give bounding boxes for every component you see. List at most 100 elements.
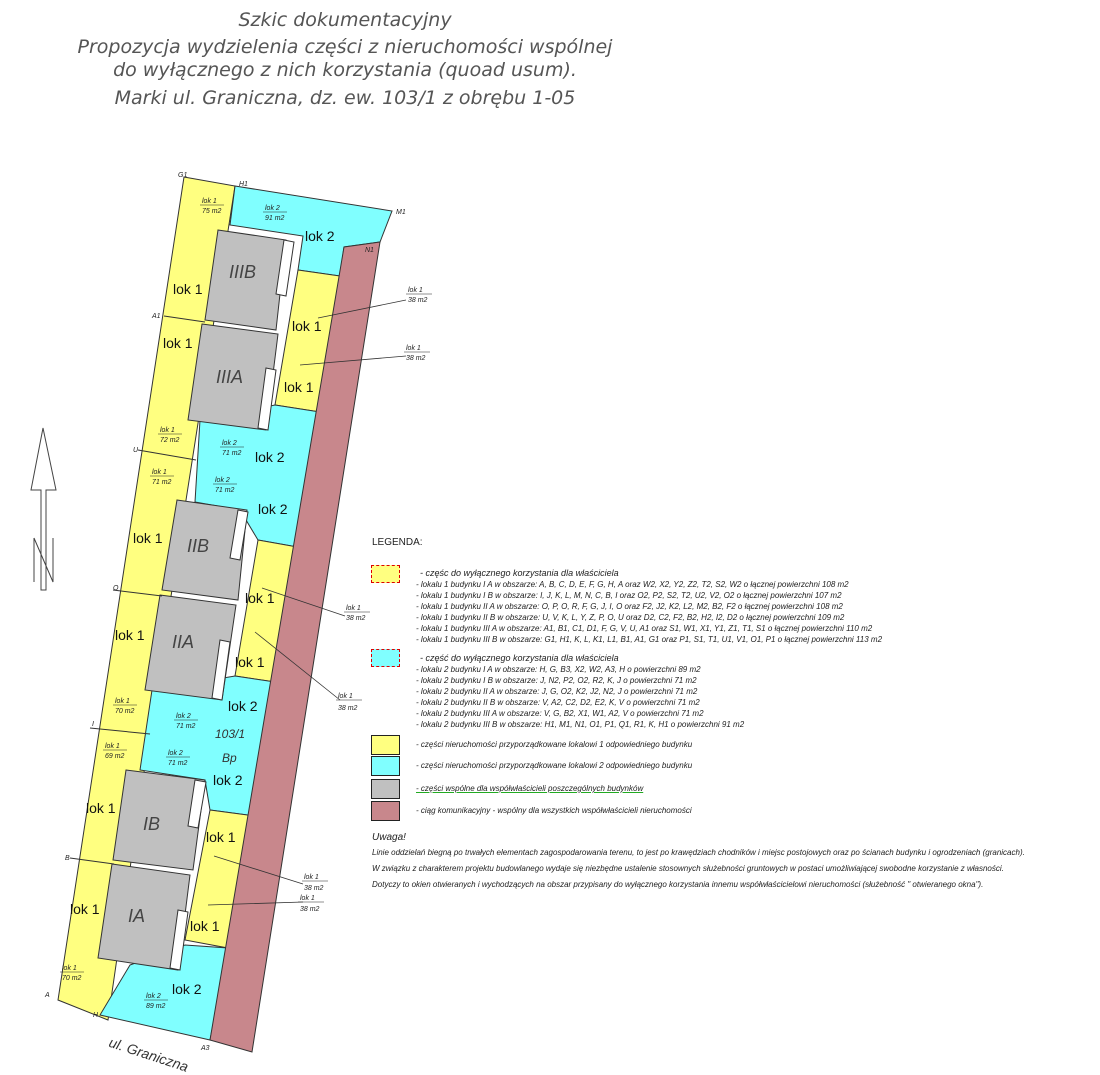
area-label: lok 1 38 m2 xyxy=(404,345,430,362)
building-iiib xyxy=(204,229,295,331)
zone-label: lok 2 xyxy=(258,501,288,517)
zone-label: lok 1 xyxy=(284,379,314,395)
legend-group1-line: - lokalu 1 budynku I B w obszarze: I, J,… xyxy=(416,591,842,600)
building-iib xyxy=(161,499,249,601)
svg-text:lok 2: lok 2 xyxy=(222,440,237,447)
area-label: lok 2 71 m2 xyxy=(213,477,237,494)
svg-text:70 m2: 70 m2 xyxy=(62,975,82,982)
svg-text:72 m2: 72 m2 xyxy=(160,437,180,444)
point-label: H1 xyxy=(239,181,248,188)
zone-label: lok 1 xyxy=(206,829,236,845)
svg-text:lok 1: lok 1 xyxy=(202,198,217,205)
svg-text:lok 1: lok 1 xyxy=(62,965,77,972)
area-label: lok 1 70 m2 xyxy=(113,698,137,715)
svg-text:38 m2: 38 m2 xyxy=(300,906,320,913)
area-label: lok 1 38 m2 xyxy=(344,605,370,622)
svg-text:38 m2: 38 m2 xyxy=(338,705,358,712)
point-label: A xyxy=(44,992,50,999)
svg-text:89 m2: 89 m2 xyxy=(146,1003,166,1010)
area-label: lok 1 38 m2 xyxy=(298,895,324,913)
legend-swatch-lok2-exclusive xyxy=(371,649,400,667)
svg-text:70 m2: 70 m2 xyxy=(115,708,135,715)
area-label: lok 2 71 m2 xyxy=(166,750,190,767)
communication-path xyxy=(209,241,381,1053)
plot-divisions xyxy=(69,315,206,865)
point-label: M1 xyxy=(396,209,406,216)
svg-text:lok 1: lok 1 xyxy=(408,287,423,294)
svg-text:71 m2: 71 m2 xyxy=(215,487,235,494)
building-label-ia: IA xyxy=(128,906,145,926)
svg-text:38 m2: 38 m2 xyxy=(406,355,426,362)
svg-text:lok 1: lok 1 xyxy=(338,693,353,700)
area-label: lok 271 m2 xyxy=(174,713,198,730)
legend-swatch-common xyxy=(371,779,400,799)
legend-group2-line: - lokalu 2 budynku I B w obszarze: J, N2… xyxy=(416,676,697,685)
zone-label: lok 2 xyxy=(172,981,202,997)
north-arrow-icon xyxy=(30,427,57,591)
legend-item-common: - części wspólne dla współwłaścicieli po… xyxy=(416,784,644,793)
svg-text:lok 1: lok 1 xyxy=(406,345,421,352)
note-line: Dotyczy to okien otwieranych i wychodząc… xyxy=(372,880,984,889)
zone-label: lok 1 xyxy=(190,918,220,934)
svg-text:75 m2: 75 m2 xyxy=(202,208,222,215)
title-line-1: Szkic dokumentacyjny xyxy=(238,9,452,31)
legend-group1-head: - częśc do wyłącznego korzystania dla wł… xyxy=(420,568,619,578)
point-label: I xyxy=(92,721,94,728)
building-label-iiia: IIIA xyxy=(216,367,243,387)
point-label: O xyxy=(113,585,119,592)
point-label: H xyxy=(93,1012,99,1019)
legend-item-path: - ciąg komunikacyjny - wspólny dla wszys… xyxy=(416,806,692,815)
title-line-2: Propozycja wydzielenia części z nierucho… xyxy=(77,36,613,58)
svg-text:38 m2: 38 m2 xyxy=(346,615,366,622)
building-label-iib: IIB xyxy=(187,536,209,556)
svg-text:38 m2: 38 m2 xyxy=(304,885,324,892)
zone-label: lok 2 xyxy=(255,449,285,465)
legend-title: LEGENDA: xyxy=(372,537,423,548)
legend-item-lok2: - części nieruchomości przyporządkowane … xyxy=(416,761,693,770)
title-line-4: Marki ul. Graniczna, dz. ew. 103/1 z obr… xyxy=(114,87,576,109)
zone-label: lok 1 xyxy=(235,654,265,670)
legend-group1-line: - lokalu 1 budynku I A w obszarze: A, B,… xyxy=(416,580,849,589)
svg-text:lok 1: lok 1 xyxy=(105,743,120,750)
point-label: U xyxy=(133,447,139,454)
svg-text:lok 2: lok 2 xyxy=(146,993,161,1000)
area-label: lok 172 m2 xyxy=(158,427,182,444)
building-label-iia: IIA xyxy=(172,632,194,652)
legend-swatch-path xyxy=(371,801,400,821)
svg-text:lok 1: lok 1 xyxy=(115,698,130,705)
area-label: lok 169 m2 xyxy=(103,743,127,760)
leader-lines xyxy=(207,299,407,906)
svg-text:lok 1: lok 1 xyxy=(346,605,361,612)
zone-label: lok 1 xyxy=(70,901,100,917)
legend-group2-line: - lokalu 2 budynku II A w obszarze: J, G… xyxy=(416,687,698,696)
note-title: Uwaga! xyxy=(372,832,406,843)
area-label: lok 171 m2 xyxy=(150,469,174,486)
area-label: lok 291 m2 xyxy=(263,205,287,222)
zone-label: lok 1 xyxy=(245,590,275,606)
svg-text:lok 1: lok 1 xyxy=(304,874,319,881)
zone-label: lok 2 xyxy=(305,228,335,244)
point-label: N1 xyxy=(365,247,374,254)
legend-group2-line: - lokalu 2 budynku III A w obszarze: V, … xyxy=(416,709,704,718)
legend-swatch-lok2 xyxy=(371,756,400,776)
svg-text:lok 2: lok 2 xyxy=(168,750,183,757)
legend-group2-head: - część do wyłącznego korzystania dla wł… xyxy=(420,653,619,663)
svg-text:lok 1: lok 1 xyxy=(300,895,315,902)
svg-text:71 m2: 71 m2 xyxy=(176,723,196,730)
building-label-iiib: IIIB xyxy=(229,262,256,282)
parcel-number: 103/1 xyxy=(215,727,245,741)
legend-item-lok1: - części nieruchomości przyporządkowane … xyxy=(416,740,693,749)
legend-group1-line: - lokalu 1 budynku II B w obszarze: U, V… xyxy=(416,613,845,622)
svg-text:38 m2: 38 m2 xyxy=(408,297,428,304)
svg-text:71 m2: 71 m2 xyxy=(222,450,242,457)
zone-label: lok 1 xyxy=(133,530,163,546)
svg-text:71 m2: 71 m2 xyxy=(168,760,188,767)
legend-group1-line: - lokalu 1 budynku II A w obszarze: O, P… xyxy=(416,602,843,611)
legend-group1-line: - lokalu 1 budynku III A w obszarze: A1,… xyxy=(416,624,873,633)
svg-text:lok 2: lok 2 xyxy=(215,477,230,484)
building-label-ib: IB xyxy=(143,814,160,834)
point-label: G1 xyxy=(178,172,187,179)
title-line-3: do wyłącznego z nich korzystania (quoad … xyxy=(113,59,577,81)
zone-label: lok 2 xyxy=(228,698,258,714)
zone-label: lok 1 xyxy=(86,800,116,816)
